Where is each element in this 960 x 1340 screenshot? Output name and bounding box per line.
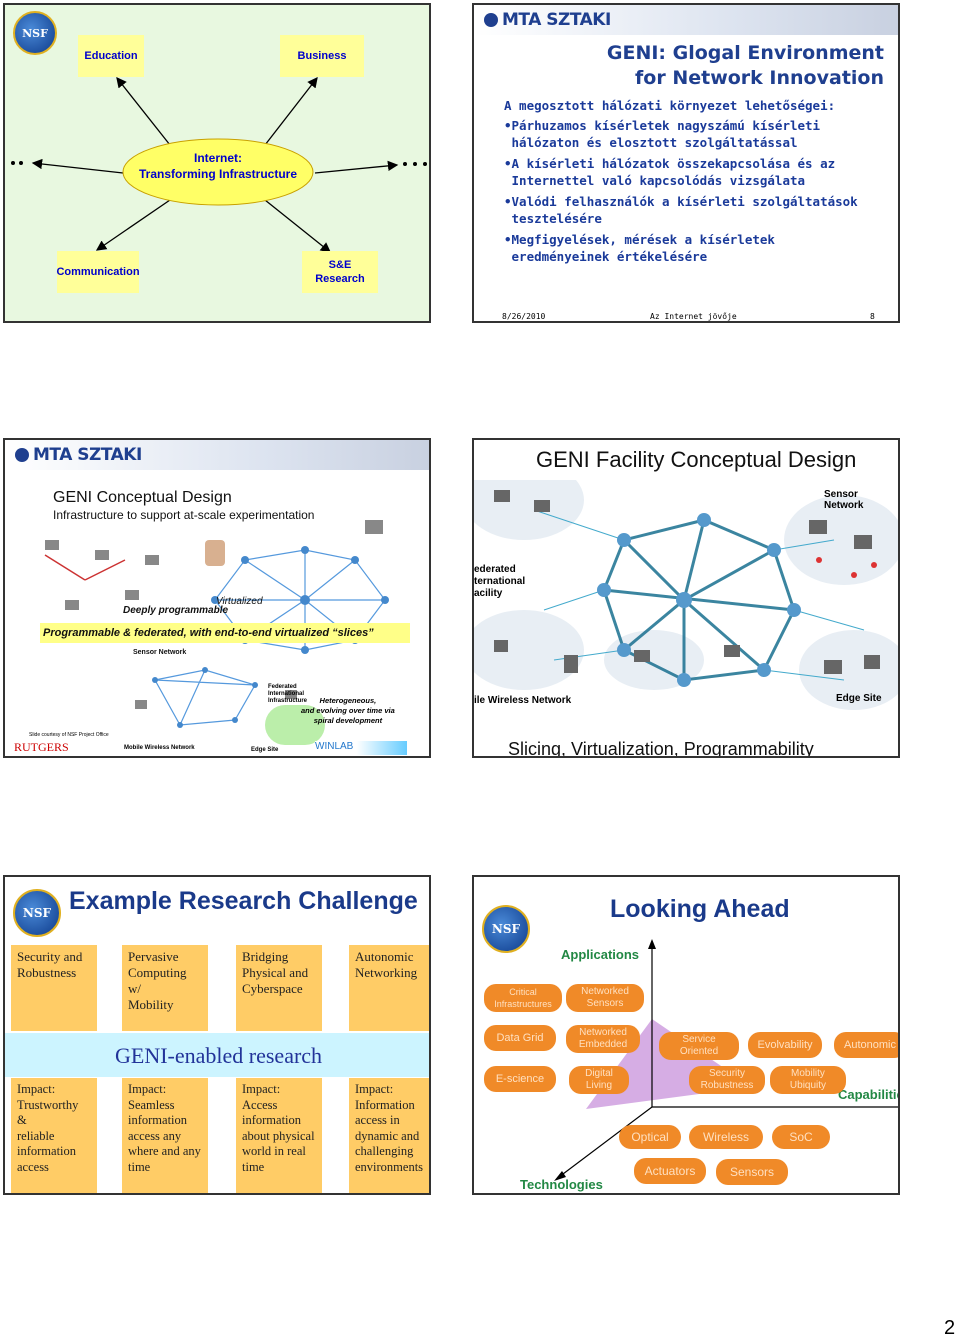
nsf-logo-icon: NSF	[13, 11, 57, 55]
rutgers-logo: RUTGERS	[14, 740, 69, 754]
federated-label: Federated International Infrastructure	[268, 684, 308, 704]
edge-site-label: Edge Site	[836, 693, 882, 704]
arrows-diagram	[11, 76, 427, 253]
footer-title: Az Internet jövője	[650, 312, 737, 321]
pill-actuators: Actuators	[634, 1158, 706, 1184]
sensor-network-label: Sensor Network	[133, 649, 187, 656]
pill-mobility-ubiquity: Mobility Ubiquity	[770, 1066, 846, 1094]
geni-research-band	[5, 1033, 429, 1077]
mobile-network-label: ile Wireless Network	[474, 695, 572, 706]
sztaki-logo-text: MTA SZTAKI	[502, 10, 611, 30]
bullet-list: •Párhuzamos kísérletek nagyszámú kísérle…	[504, 117, 879, 265]
slide-research-challenge: NSF Example Research Challenge Security …	[3, 875, 431, 1195]
education-box: Education	[78, 35, 144, 77]
deeply-programmable-label: Deeply programmable	[123, 605, 229, 616]
capabilities-axis-label: Capabilities	[838, 1087, 898, 1102]
bullet-item: •Megfigyelések, mérések a kísérletek ere…	[504, 232, 775, 264]
bullet-item: •A kísérleti hálózatok összekapcsolása é…	[504, 156, 836, 188]
slide-geni-overview: MTA SZTAKI GENI: Glogal Environment for …	[472, 3, 900, 323]
impact-seamless: Impact: Seamless information access any …	[122, 1078, 208, 1193]
bullet-item: •Párhuzamos kísérletek nagyszámú kísérle…	[504, 118, 821, 150]
slide-title: GENI Facility Conceptual Design	[536, 447, 857, 472]
research-box: S&E Research	[302, 251, 378, 293]
challenge-bridging: Bridging Physical and Cyberspace	[236, 945, 322, 1031]
footer-page: 8	[870, 312, 875, 321]
virtualized-label: Virtualized	[216, 596, 263, 607]
communication-box: Communication	[56, 251, 140, 293]
sztaki-logo-icon	[484, 13, 498, 27]
pill-digital-living: Digital Living	[569, 1066, 629, 1094]
nsf-logo-icon: NSF	[482, 905, 530, 953]
intro-text: A megosztott hálózati környezet lehetősé…	[504, 98, 836, 113]
pill-data-grid: Data Grid	[484, 1025, 556, 1051]
nsf-logo-icon: NSF	[13, 889, 61, 937]
slide-internet-infrastructure: NSF Education Business Internet: Transfo…	[3, 3, 431, 323]
pill-security-robustness: Security Robustness	[689, 1066, 765, 1094]
slide-caption: Slicing, Virtualization, Programmability	[508, 739, 814, 758]
programmable-text: Programmable & federated, with end-to-en…	[43, 627, 374, 639]
slide-title: Example Research Challenge	[69, 887, 418, 915]
technologies-axis-label: Technologies	[520, 1177, 603, 1192]
slide-title: GENI: Glogal Environment for Network Inn…	[606, 42, 884, 89]
pill-service-oriented: Service Oriented	[659, 1032, 739, 1060]
edge-site-label: Edge Site	[251, 747, 279, 753]
pill-networked-sensors: Networked Sensors	[566, 984, 644, 1012]
programmable-banner	[40, 623, 410, 643]
pill-sensors: Sensors	[716, 1159, 788, 1185]
courtesy-label: Slide courtesy of NSF Project Office	[29, 732, 109, 738]
pill-wireless: Wireless	[689, 1125, 763, 1149]
footer-date: 8/26/2010	[502, 312, 546, 321]
band-label: GENI-enabled research	[115, 1043, 323, 1068]
slide-facility-design: GENI Facility Conceptual Design Sensor N…	[472, 438, 900, 758]
slide-geni-conceptual: MTA SZTAKI GENI Conceptual Design Infras…	[3, 438, 431, 758]
header-band	[5, 440, 429, 470]
challenge-pervasive: Pervasive Computing w/ Mobility	[122, 945, 208, 1031]
pill-autonomic: Autonomic	[834, 1032, 898, 1058]
slide-title: GENI Conceptual Design	[53, 489, 232, 506]
business-box: Business	[280, 35, 364, 77]
mobile-network-label: Mobile Wireless Network	[124, 745, 195, 751]
pill-e-science: E-science	[484, 1066, 556, 1092]
slide-subtitle: Infrastructure to support at-scale exper…	[53, 508, 315, 522]
slide-looking-ahead: NSF Looking Ahead Applications Technolog…	[472, 875, 900, 1195]
impact-trustworthy: Impact: Trustworthy & reliable informati…	[11, 1078, 97, 1193]
impact-physical: Impact: Access information about physica…	[236, 1078, 322, 1193]
applications-axis-label: Applications	[561, 947, 640, 962]
bullet-item: •Valódi felhasználók a kísérleti szolgál…	[504, 194, 858, 226]
sztaki-logo-text: MTA SZTAKI	[33, 445, 142, 465]
federated-label: ederated ternational acility	[474, 564, 526, 599]
network-illustration	[44, 520, 389, 745]
pill-networked-embedded: Networked Embedded	[566, 1025, 640, 1053]
winlab-logo: WINLAB	[315, 741, 407, 755]
header-band	[474, 5, 898, 35]
challenge-security: Security and Robustness	[11, 945, 97, 1031]
challenge-autonomic: Autonomic Networking	[349, 945, 429, 1031]
heterogeneous-label: Heterogeneous, and evolving over time vi…	[301, 696, 395, 725]
slide-title: Looking Ahead	[610, 895, 790, 923]
sztaki-logo-icon	[15, 448, 29, 462]
internet-center-label: Internet: Transforming Infrastructure	[138, 151, 298, 181]
pill-evolvability: Evolvability	[748, 1032, 822, 1058]
page-number: 2	[944, 1317, 956, 1339]
pill-optical: Optical	[619, 1125, 681, 1149]
facility-network-illustration	[474, 480, 898, 710]
impact-dynamic: Impact: Information access in dynamic an…	[349, 1078, 429, 1193]
sensor-network-label: Sensor Network	[824, 489, 864, 511]
pill-soc: SoC	[772, 1125, 830, 1149]
pill-critical-infrastructures: Critical Infrastructures	[484, 984, 562, 1012]
